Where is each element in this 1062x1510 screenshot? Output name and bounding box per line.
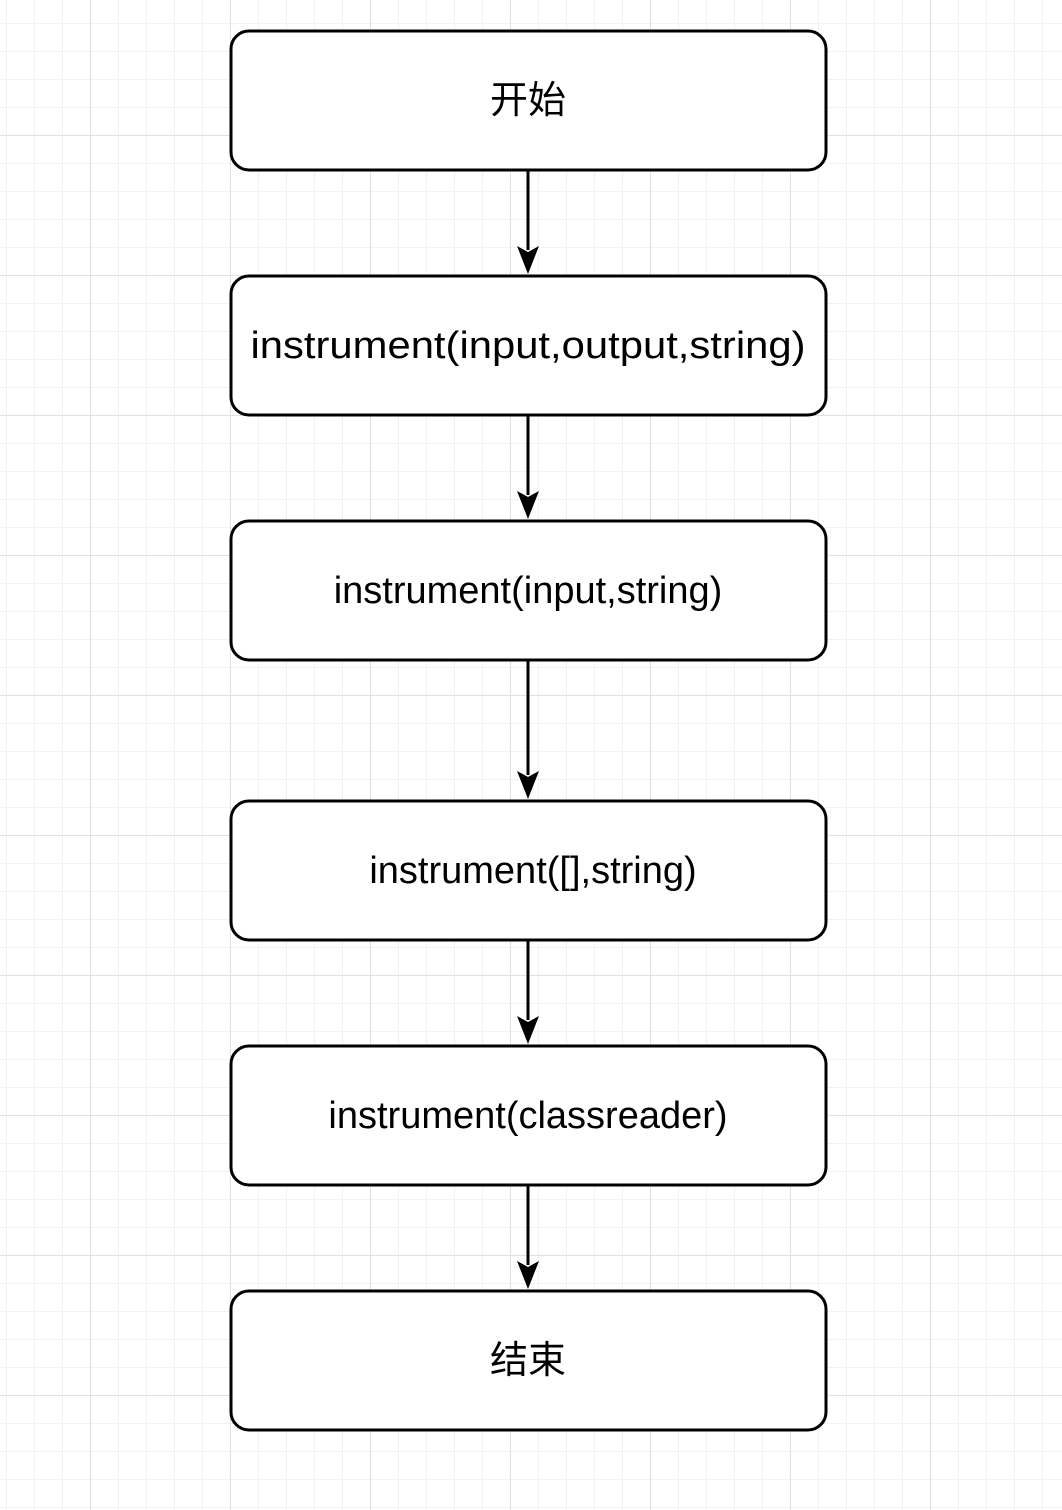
- node-step-1[interactable]: instrument(input,output,string): [229, 274, 828, 417]
- node-step-2-label: instrument(input,string): [334, 570, 723, 612]
- node-step-3-label: instrument([],string): [369, 850, 696, 892]
- node-step-1-label: instrument(input,output,string): [251, 325, 806, 367]
- arrowhead-icon: [517, 1016, 539, 1044]
- node-step-4-label: instrument(classreader): [328, 1095, 727, 1137]
- arrowhead-icon: [517, 1261, 539, 1289]
- flowchart-nodes: 开始 instrument(input,output,string) instr…: [229, 29, 828, 1432]
- edge-step-3-to-step-4: [517, 940, 539, 1044]
- node-start[interactable]: 开始: [229, 29, 828, 172]
- edge-step-4-to-end: [517, 1185, 539, 1289]
- node-start-label: 开始: [490, 80, 566, 122]
- node-end[interactable]: 结束: [229, 1289, 828, 1432]
- edge-step-2-to-step-3: [517, 660, 539, 799]
- node-step-4[interactable]: instrument(classreader): [229, 1044, 828, 1187]
- node-step-2[interactable]: instrument(input,string): [229, 519, 828, 662]
- node-end-label: 结束: [490, 1340, 566, 1382]
- flowchart-edges: [517, 170, 539, 1289]
- edge-step-1-to-step-2: [517, 415, 539, 519]
- node-step-3[interactable]: instrument([],string): [229, 799, 828, 942]
- arrowhead-icon: [517, 491, 539, 519]
- arrowhead-icon: [517, 246, 539, 274]
- arrowhead-icon: [517, 771, 539, 799]
- edge-start-to-step-1: [517, 170, 539, 274]
